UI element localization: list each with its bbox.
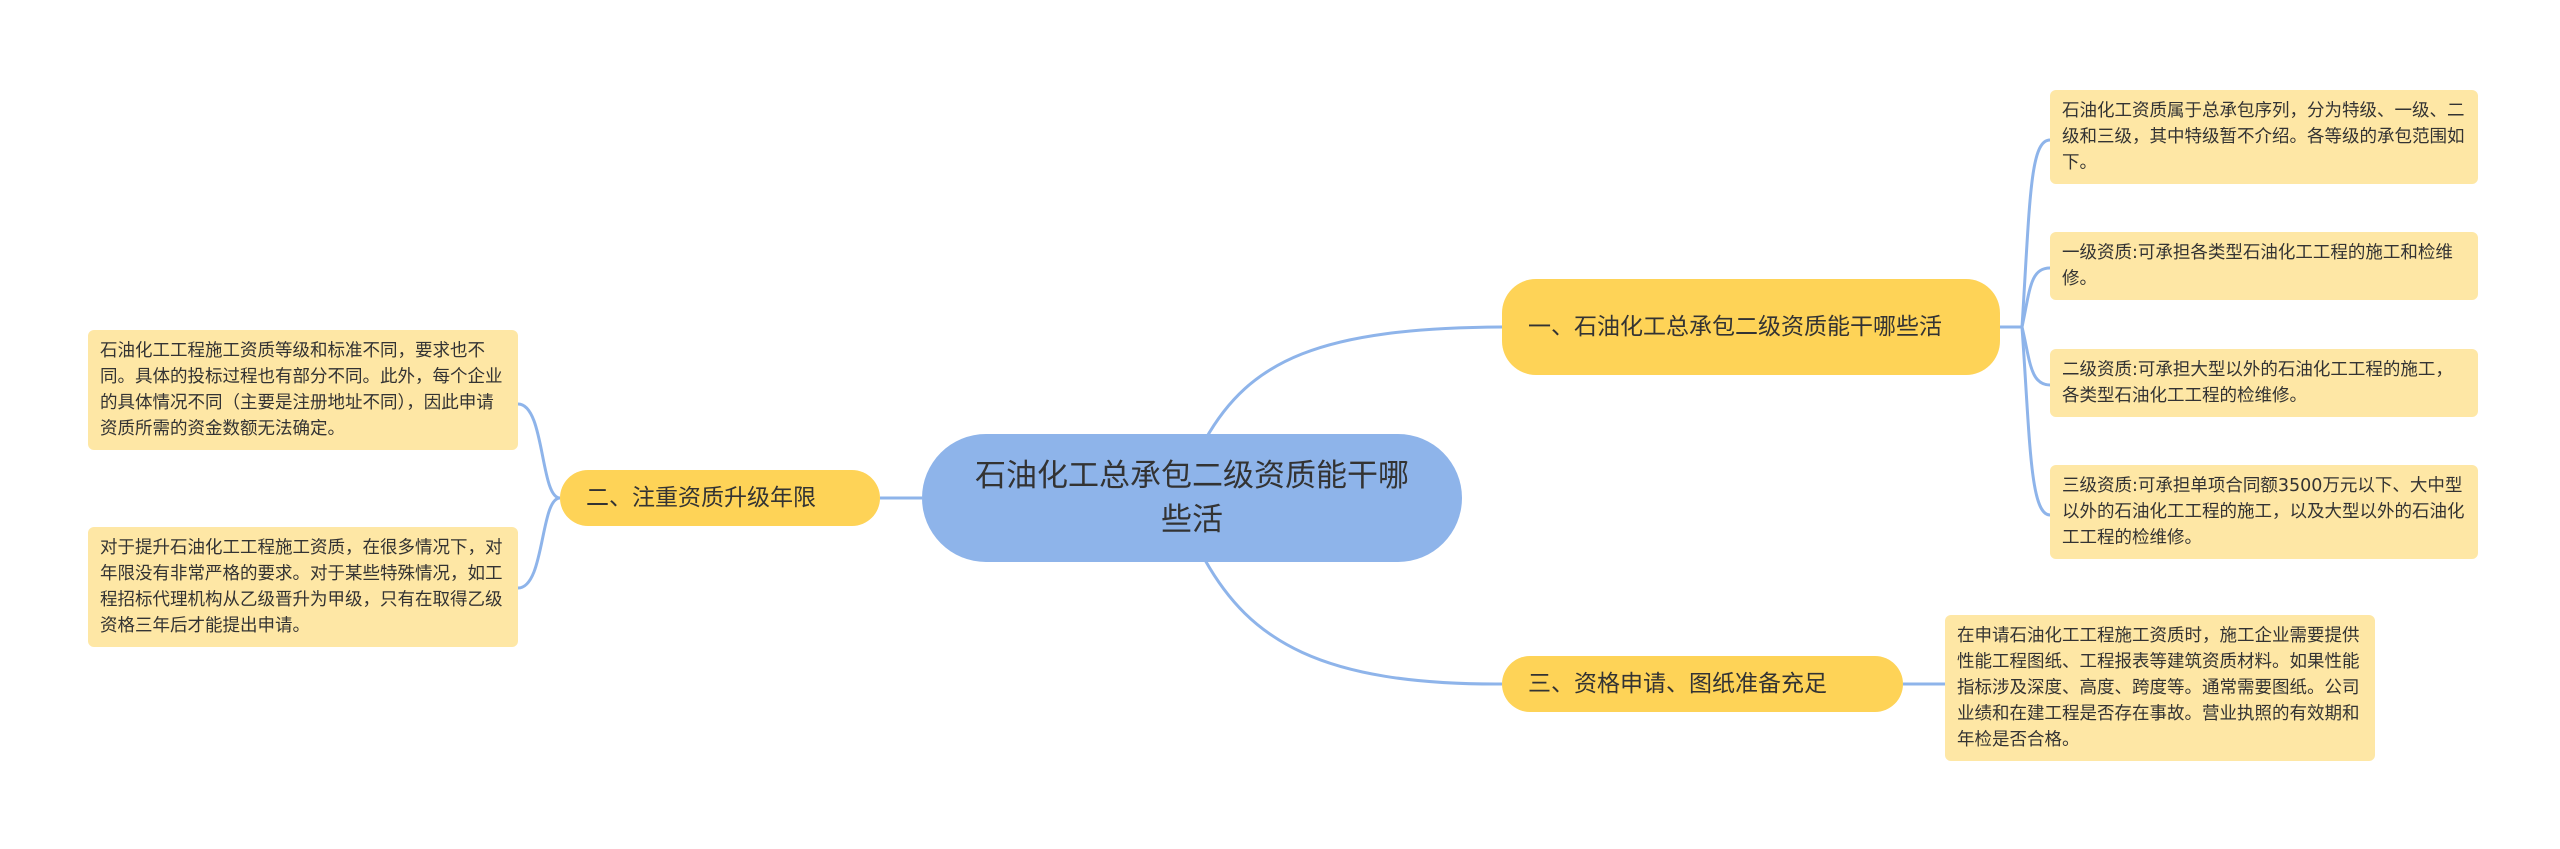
connector-center-to-b3	[1203, 559, 1503, 686]
connector-b2-leaf-2	[517, 496, 561, 590]
central-topic[interactable]: 石油化工总承包二级资质能干哪些活	[922, 434, 1462, 562]
branch-2-leaf-2[interactable]: 对于提升石油化工工程施工资质，在很多情况下，对年限没有非常严格的要求。对于某些特…	[88, 527, 518, 647]
branch-2-leaf-2-text: 对于提升石油化工工程施工资质，在很多情况下，对年限没有非常严格的要求。对于某些特…	[100, 538, 503, 636]
branch-3-leaf-1-text: 在申请石油化工工程施工资质时，施工企业需要提供性能工程图纸、工程报表等建筑资质材…	[1957, 626, 2360, 750]
branch-2-title: 二、注重资质升级年限	[586, 485, 816, 511]
branch-1-leaf-1[interactable]: 石油化工资质属于总承包序列，分为特级、一级、二级和三级，其中特级暂不介绍。各等级…	[2050, 90, 2478, 184]
branch-1-leaf-1-text: 石油化工资质属于总承包序列，分为特级、一级、二级和三级，其中特级暂不介绍。各等级…	[2062, 101, 2465, 173]
connector-b2-leaf-1	[517, 402, 561, 500]
branch-1-leaf-3[interactable]: 二级资质:可承担大型以外的石油化工工程的施工，各类型石油化工工程的检维修。	[2050, 349, 2478, 417]
branch-2-leaf-1-text: 石油化工工程施工资质等级和标准不同，要求也不同。具体的投标过程也有部分不同。此外…	[100, 341, 503, 439]
branch-1-title: 一、石油化工总承包二级资质能干哪些活	[1528, 314, 1942, 340]
branch-2-leaf-1[interactable]: 石油化工工程施工资质等级和标准不同，要求也不同。具体的投标过程也有部分不同。此外…	[88, 330, 518, 450]
connector-b1-leaf-2	[2020, 266, 2051, 328]
central-topic-title: 石油化工总承包二级资质能干哪些活	[975, 458, 1409, 538]
branch-3-title: 三、资格申请、图纸准备充足	[1528, 671, 1827, 697]
branch-1[interactable]: 一、石油化工总承包二级资质能干哪些活	[1502, 279, 2000, 375]
branch-2[interactable]: 二、注重资质升级年限	[560, 470, 880, 526]
branch-3[interactable]: 三、资格申请、图纸准备充足	[1502, 656, 1903, 712]
branch-1-leaf-3-text: 二级资质:可承担大型以外的石油化工工程的施工，各类型石油化工工程的检维修。	[2062, 360, 2453, 406]
branch-1-leaf-2-text: 一级资质:可承担各类型石油化工工程的施工和检维修。	[2062, 243, 2453, 289]
branch-1-leaf-4[interactable]: 三级资质:可承担单项合同额3500万元以下、大中型以外的石油化工工程的施工，以及…	[2050, 465, 2478, 559]
connector-center-to-b1	[1203, 325, 1503, 441]
branch-1-leaf-2[interactable]: 一级资质:可承担各类型石油化工工程的施工和检维修。	[2050, 232, 2478, 300]
branch-1-leaf-4-text: 三级资质:可承担单项合同额3500万元以下、大中型以外的石油化工工程的施工，以及…	[2062, 476, 2465, 548]
branch-3-leaf-1[interactable]: 在申请石油化工工程施工资质时，施工企业需要提供性能工程图纸、工程报表等建筑资质材…	[1945, 615, 2375, 761]
connector-b1-leaf-1	[2020, 138, 2051, 328]
connector-b1-leaf-4	[2020, 326, 2051, 517]
